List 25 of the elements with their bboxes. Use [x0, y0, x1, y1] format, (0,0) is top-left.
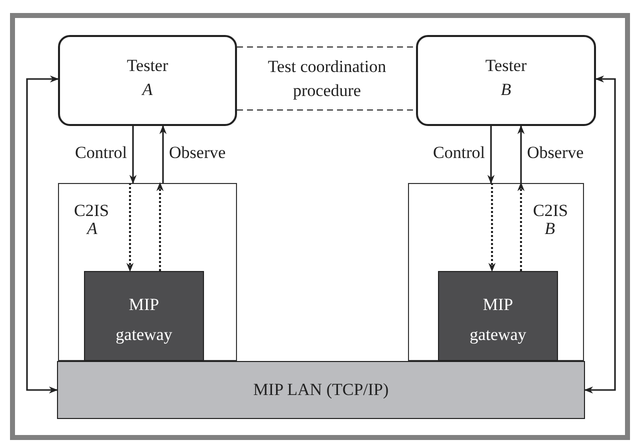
node-title: Tester [126, 55, 170, 77]
gateway-box [84, 271, 204, 361]
dotted-arrow [156, 182, 164, 271]
arrow [584, 75, 616, 394]
system-box [408, 183, 584, 361]
arrow [487, 126, 495, 184]
node-subtitle: A [140, 79, 154, 101]
node-title: MIP gateway [114, 294, 174, 346]
dotted-arrow [517, 182, 525, 271]
arrow [159, 125, 167, 183]
node-subtitle: B [500, 79, 512, 101]
arrow [517, 125, 525, 183]
dotted-arrow [126, 183, 134, 272]
dotted-arrow [488, 183, 496, 272]
arrow [26, 75, 59, 394]
tester-box [58, 35, 237, 126]
gateway-box [438, 271, 558, 361]
node-title: Tester [484, 55, 528, 77]
node-title: MIP gateway [468, 294, 528, 346]
arrow [129, 126, 137, 184]
node-title: MIP LAN (TCP/IP) [252, 379, 390, 401]
note-text: Test coordination procedure [266, 56, 388, 102]
tester-box [416, 35, 596, 126]
system-box [58, 183, 237, 361]
network-bar [57, 361, 585, 419]
